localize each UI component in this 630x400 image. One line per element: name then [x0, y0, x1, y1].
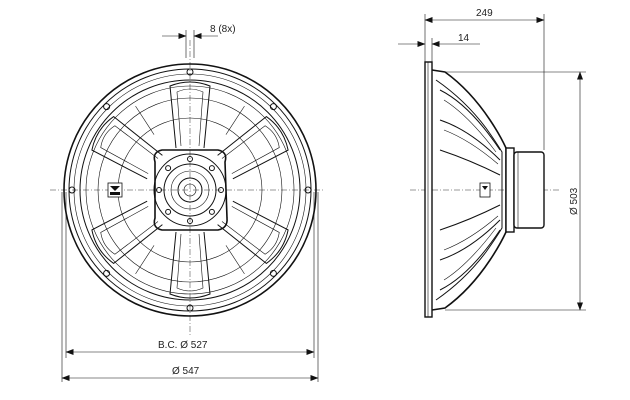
bolt-circle-dimension: B.C. Ø 527 [65, 192, 315, 358]
brand-logo [107, 182, 123, 198]
outer-diameter-dimension: Ø 547 [61, 192, 319, 382]
depth-dimension: 249 [424, 8, 545, 150]
side-logo [479, 182, 491, 198]
side-motor [513, 151, 545, 229]
hole-size-dimension: 8 (8x) [162, 24, 236, 58]
depth-label: 249 [476, 8, 493, 19]
frame-spokes [91, 81, 289, 299]
side-flange [424, 61, 433, 318]
flange-dimension: 14 [398, 33, 480, 62]
mounting-holes [68, 68, 312, 312]
hole-size-label: 8 (8x) [210, 24, 236, 35]
motor-assembly [153, 149, 228, 231]
side-diameter-label: Ø 503 [569, 187, 580, 215]
side-spokes [439, 89, 501, 291]
flange-label: 14 [458, 33, 470, 44]
bolt-circle-label: B.C. Ø 527 [158, 340, 208, 351]
outer-diameter-label: Ø 547 [172, 366, 200, 377]
side-diameter-dimension: Ø 503 [445, 71, 586, 311]
side-view: 249 14 Ø 503 [398, 8, 586, 318]
front-view: 8 (8x) B.C. Ø 527 Ø 547 [50, 24, 325, 382]
outer-frame-ring [63, 63, 317, 317]
